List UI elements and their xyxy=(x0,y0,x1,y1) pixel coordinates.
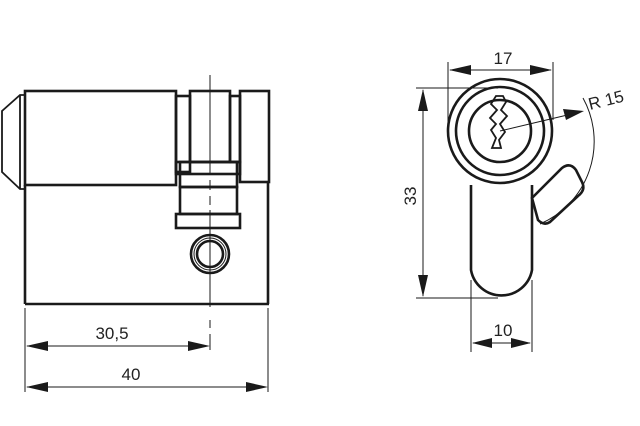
cam-sweep-arc xyxy=(539,97,595,225)
radius-arrowhead xyxy=(563,109,584,120)
arrowhead-right xyxy=(188,341,210,351)
dimension-33: 33 xyxy=(401,87,498,299)
dim-label-17: 17 xyxy=(494,49,513,68)
slot-left-wall xyxy=(174,94,192,174)
dim-label-r15: R 15 xyxy=(586,87,625,114)
dim-label-40: 40 xyxy=(122,365,141,384)
dim-label-10: 10 xyxy=(494,321,513,340)
dim-label-30-5: 30,5 xyxy=(95,324,128,343)
dimension-10: 10 xyxy=(470,280,533,352)
arrowhead-left xyxy=(449,65,471,75)
front-view: R 15 17 33 10 xyxy=(401,49,626,352)
plug-circle xyxy=(467,98,533,164)
arrowhead-right xyxy=(511,338,531,348)
arrowhead-left xyxy=(472,338,492,348)
slot-right-wall xyxy=(228,94,242,164)
keyway xyxy=(488,95,509,149)
dimension-40: 40 xyxy=(26,365,268,392)
arrowhead-right xyxy=(530,65,552,75)
dim-label-33: 33 xyxy=(401,187,420,206)
cylinder-upper-body xyxy=(23,89,178,187)
arrowhead-right xyxy=(246,382,268,392)
arrowhead-top xyxy=(418,89,428,111)
cam-foot xyxy=(174,212,242,230)
end-block xyxy=(238,89,271,184)
arrowhead-left xyxy=(26,382,48,392)
cylinder-outer-circle xyxy=(446,77,554,185)
cam-base-block xyxy=(178,185,239,216)
cam-lever xyxy=(530,164,585,225)
body-lobe xyxy=(469,185,534,297)
plug-nose xyxy=(1,94,25,190)
dimension-30-5: 30,5 xyxy=(26,324,210,351)
side-view: 30,5 40 xyxy=(1,75,271,392)
arrowhead-bottom xyxy=(418,275,428,297)
arrowhead-left xyxy=(26,341,48,351)
cylinder-ring-circle xyxy=(454,85,546,177)
dimension-17: 17 xyxy=(447,49,554,130)
